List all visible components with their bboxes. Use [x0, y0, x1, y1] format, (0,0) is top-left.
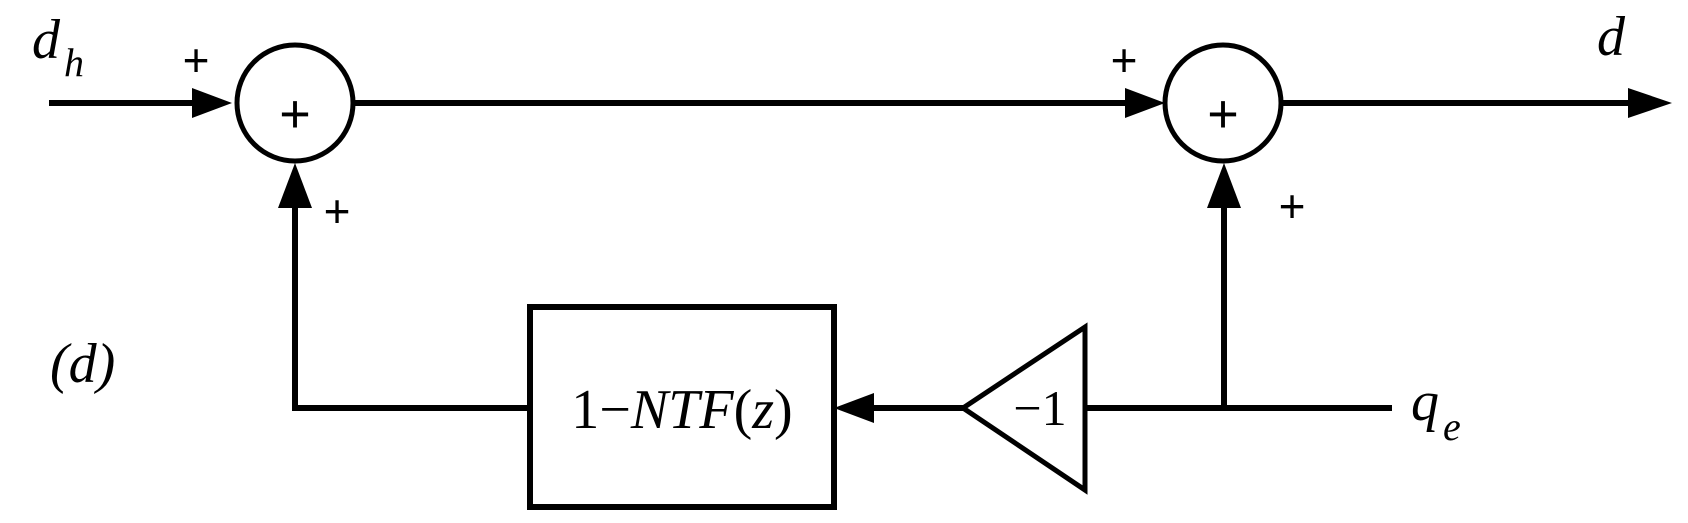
summing-junction-2: + — [1162, 42, 1284, 164]
panel-label: (d) — [50, 333, 115, 395]
gain-label: −1 — [1013, 380, 1066, 436]
summer-2-lower-arrowhead — [1207, 163, 1241, 208]
summing-junction-2-sign-bottom: + — [1279, 180, 1306, 232]
summing-junction-2-symbol: + — [1207, 84, 1239, 144]
filter-label: 1−NTF(z) — [571, 379, 792, 441]
filter-label-name: NTF — [630, 379, 734, 441]
summer-1-lower-arrowhead — [278, 163, 312, 208]
noise-label-main: q — [1411, 371, 1439, 433]
summing-junction-2-sign-top: + — [1111, 34, 1138, 86]
filter-label-paren-close: ) — [774, 379, 793, 441]
summing-junction-1-sign-bottom: + — [324, 185, 351, 237]
input-label-subscript: h — [64, 40, 84, 85]
filter-input-arrowhead — [834, 393, 874, 423]
input-arrowhead — [192, 88, 232, 118]
summing-junction-1: + — [234, 42, 356, 164]
filter-label-var: z — [751, 379, 774, 441]
gain-block — [958, 322, 1088, 495]
output-label: d — [1597, 6, 1626, 68]
filter-label-prefix: 1− — [571, 379, 631, 441]
noise-label-subscript: e — [1443, 404, 1461, 449]
summing-junction-1-symbol: + — [279, 84, 311, 144]
input-label-main: d — [32, 9, 61, 71]
forward-path-arrowhead — [1125, 88, 1165, 118]
filter-label-paren-open: ( — [734, 379, 753, 441]
output-arrowhead — [1628, 88, 1672, 118]
summing-junction-1-sign-top: + — [183, 34, 210, 86]
filter-block — [527, 304, 837, 510]
